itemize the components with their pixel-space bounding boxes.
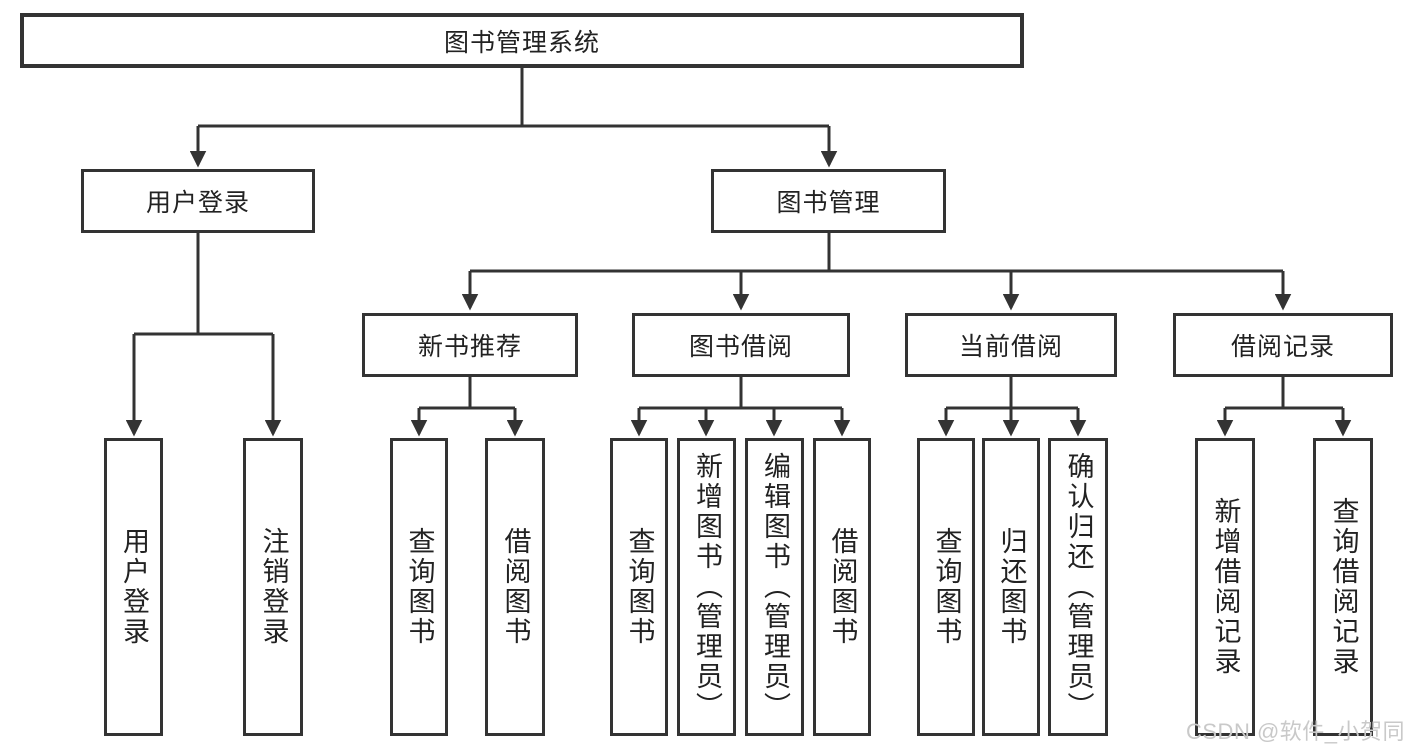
leaf-edit-books-admin: 编辑图书（管理员） — [745, 438, 804, 736]
leaf-add-borrow-record: 新增借阅记录 — [1195, 438, 1255, 736]
borrowing-records-branch-line — [1225, 377, 1343, 410]
leaf-borrow-books-1: 借阅图书 — [485, 438, 545, 736]
user-login-branch-line — [134, 233, 273, 336]
node-book-management-label: 图书管理 — [776, 189, 881, 217]
leaf-add-borrow-record-label: 新增借阅记录 — [1210, 497, 1241, 677]
leaf-query-books-2: 查询图书 — [610, 438, 668, 736]
leaf-query-books-3-label: 查询图书 — [931, 527, 962, 647]
node-library-system-label: 图书管理系统 — [443, 28, 600, 57]
node-library-system: 图书管理系统 — [20, 13, 1024, 68]
leaf-confirm-return-admin: 确认归还（管理员） — [1048, 438, 1108, 736]
leaf-query-books-1: 查询图书 — [390, 438, 448, 736]
leaf-add-books-admin-label: 新增图书（管理员） — [692, 452, 722, 722]
book-management-branch-line — [470, 233, 1283, 273]
node-current-borrowing-label: 当前借阅 — [958, 333, 1063, 361]
leaf-borrow-books-2: 借阅图书 — [813, 438, 871, 736]
leaf-return-books-label: 归还图书 — [996, 527, 1027, 647]
leaf-user-login-label: 用户登录 — [119, 527, 149, 647]
node-book-management: 图书管理 — [711, 169, 946, 233]
leaf-query-borrow-record: 查询借阅记录 — [1313, 438, 1373, 736]
node-borrowing-records-label: 借阅记录 — [1230, 333, 1335, 361]
leaf-query-books-3: 查询图书 — [917, 438, 975, 736]
leaf-query-books-1-label: 查询图书 — [404, 527, 435, 647]
node-new-book-recommend-label: 新书推荐 — [417, 333, 522, 361]
node-book-borrowing-label: 图书借阅 — [688, 333, 793, 361]
leaf-edit-books-admin-label: 编辑图书（管理员） — [760, 452, 790, 722]
leaf-borrow-books-2-label: 借阅图书 — [827, 527, 858, 647]
node-user-login-label: 用户登录 — [145, 189, 250, 217]
leaf-confirm-return-admin-label: 确认归还（管理员） — [1063, 452, 1094, 722]
leaf-logout-login: 注销登录 — [243, 438, 303, 736]
leaf-borrow-books-1-label: 借阅图书 — [500, 527, 531, 647]
leaf-query-borrow-record-label: 查询借阅记录 — [1328, 497, 1359, 677]
root-branch-line — [198, 68, 829, 128]
current-borrowing-branch-line — [946, 377, 1078, 410]
leaf-user-login: 用户登录 — [104, 438, 163, 736]
leaf-return-books: 归还图书 — [982, 438, 1040, 736]
book-borrowing-branch-line — [639, 377, 842, 410]
node-borrowing-records: 借阅记录 — [1173, 313, 1393, 377]
node-new-book-recommend: 新书推荐 — [362, 313, 578, 377]
watermark: CSDN @软件_小贺同学 — [1186, 719, 1405, 744]
new-book-recommend-branch-line — [419, 377, 515, 410]
leaf-logout-login-label: 注销登录 — [258, 527, 289, 647]
node-book-borrowing: 图书借阅 — [632, 313, 850, 377]
leaf-add-books-admin: 新增图书（管理员） — [677, 438, 736, 736]
node-current-borrowing: 当前借阅 — [905, 313, 1117, 377]
leaf-query-books-2-label: 查询图书 — [624, 527, 655, 647]
node-user-login: 用户登录 — [81, 169, 315, 233]
